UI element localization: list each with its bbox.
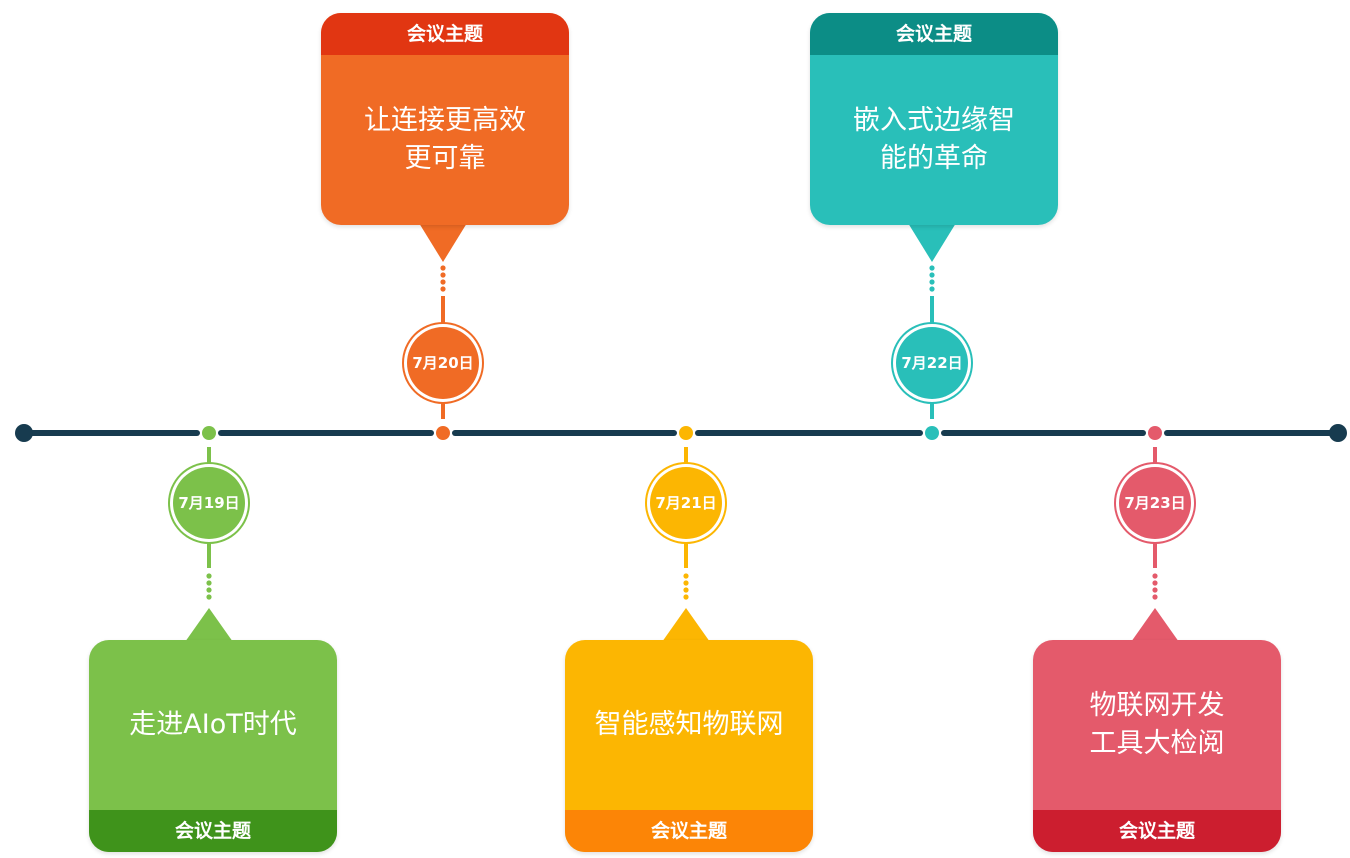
card-pointer [662, 608, 710, 642]
date-badge-4: 7月22日 [896, 327, 968, 399]
card-pointer [419, 223, 467, 262]
event-header-1: 会议主题 [89, 810, 337, 852]
stem-dot [1152, 594, 1158, 600]
stem-dot [1152, 573, 1158, 579]
stem-dot [683, 573, 689, 579]
card-pointer [1131, 608, 1179, 642]
date-badge-1: 7月19日 [173, 467, 245, 539]
axis-event-dot [202, 426, 216, 440]
axis-event-dot [679, 426, 693, 440]
event-header-5: 会议主题 [1033, 810, 1281, 852]
stem-dot [440, 265, 446, 271]
stem-dot [929, 265, 935, 271]
event-card-3: 智能感知物联网 会议主题 [565, 640, 813, 852]
stem-dot [1152, 580, 1158, 586]
date-badge-5: 7月23日 [1119, 467, 1191, 539]
event-title-1: 走进AIoT时代 [129, 709, 297, 740]
stem-dot [440, 272, 446, 278]
stem-dot [683, 587, 689, 593]
stem-dot [683, 594, 689, 600]
card-pointer [185, 608, 233, 642]
stem-dot [929, 286, 935, 292]
axis-end-dot [1329, 424, 1347, 442]
date-badge-3: 7月21日 [650, 467, 722, 539]
event-title-4: 嵌入式边缘智 能的革命 [853, 105, 1015, 174]
axis-event-dot [925, 426, 939, 440]
event-title-5: 物联网开发 工具大检阅 [1089, 690, 1225, 759]
stem-dot [440, 286, 446, 292]
stem-dot [1152, 587, 1158, 593]
event-header-4: 会议主题 [810, 13, 1058, 55]
card-pointer [908, 223, 956, 262]
event-header-3: 会议主题 [565, 810, 813, 852]
event-card-5: 物联网开发 工具大检阅 会议主题 [1033, 640, 1281, 852]
event-title-2: 让连接更高效 更可靠 [364, 105, 526, 174]
event-header-2: 会议主题 [321, 13, 569, 55]
event-card-4: 会议主题 嵌入式边缘智 能的革命 [810, 13, 1058, 225]
date-badge-2: 7月20日 [407, 327, 479, 399]
event-card-2: 会议主题 让连接更高效 更可靠 [321, 13, 569, 225]
stem-dot [929, 272, 935, 278]
event-title-3: 智能感知物联网 [594, 709, 784, 740]
stem-dot [683, 580, 689, 586]
axis-start-dot [15, 424, 33, 442]
stem-dot [206, 580, 212, 586]
stem-dot [206, 594, 212, 600]
axis-event-dot [1148, 426, 1162, 440]
stem-dot [929, 279, 935, 285]
stem-dot [206, 573, 212, 579]
stem-dot [206, 587, 212, 593]
stem-dot [440, 279, 446, 285]
axis-event-dot [436, 426, 450, 440]
event-card-1: 走进AIoT时代 会议主题 [89, 640, 337, 852]
